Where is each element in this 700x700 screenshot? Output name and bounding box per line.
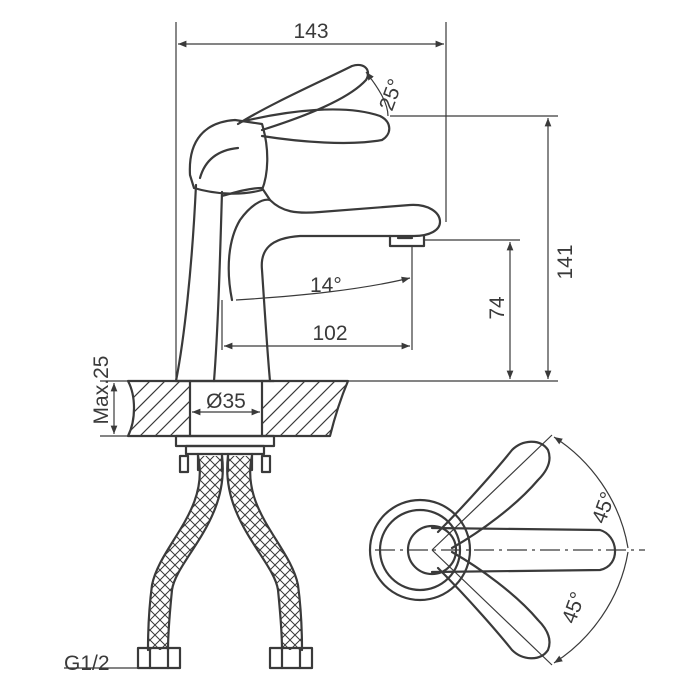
mounting-hardware <box>174 434 276 474</box>
hose-nut-right <box>268 646 314 670</box>
dim-rotation-top: 45° <box>588 489 620 527</box>
dim-thread: G1/2 <box>64 652 110 675</box>
flexible-hose-right <box>226 454 304 652</box>
flexible-hose-left <box>146 454 224 652</box>
dim-hole-diameter: Ø35 <box>206 390 246 413</box>
dim-spout-reach: 102 <box>312 322 347 345</box>
dim-rotation-bottom: 45° <box>558 589 590 627</box>
dim-overall-height: 141 <box>554 244 577 279</box>
hose-nut-left <box>136 646 182 670</box>
dim-overall-width: 143 <box>293 20 328 43</box>
dimension-lines <box>64 22 558 669</box>
dim-max-thickness: Max.25 <box>90 356 113 425</box>
dim-lever-angle: 25° <box>375 76 407 114</box>
top-view <box>368 434 645 666</box>
dim-spout-angle: 14° <box>310 274 342 297</box>
faucet-body <box>174 63 442 383</box>
countertop-section <box>126 379 350 438</box>
dim-spout-height: 74 <box>486 296 509 320</box>
